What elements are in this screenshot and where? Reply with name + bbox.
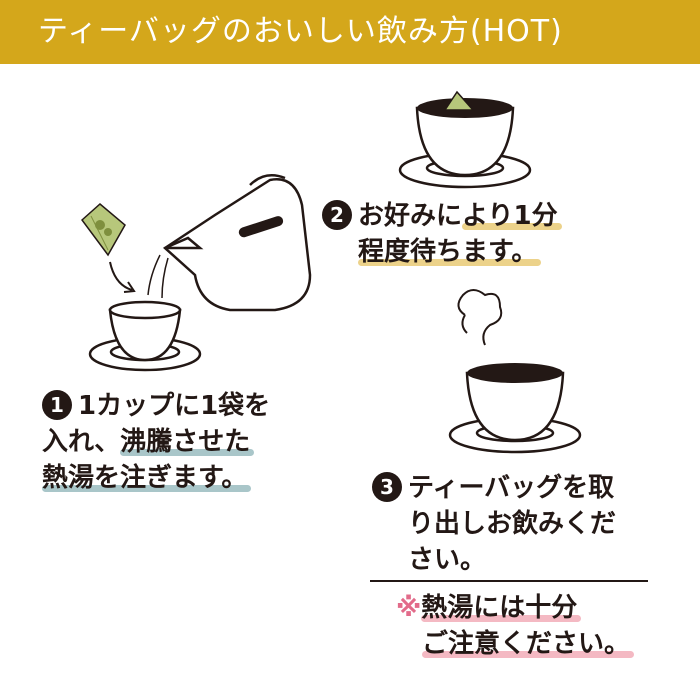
water-stream (147, 254, 161, 296)
step3-illustration (448, 289, 582, 454)
step-number-2: 2 (322, 200, 352, 230)
step2-text-2: 程度待ちます。 (358, 237, 538, 267)
step1-text-1: 1カップに1袋を (78, 391, 271, 421)
tea-bag-icon (443, 90, 475, 111)
step3-text-3: さい。 (408, 545, 487, 575)
cup-icon (88, 300, 202, 372)
caution-line1: ※熱湯には十分 (396, 590, 630, 626)
header-bar: ティーバッグのおいしい飲み方(HOT) (0, 0, 700, 64)
step3-line3: さい。 (372, 542, 616, 578)
cup-icon (398, 106, 532, 189)
step1-line3: 熱湯を注ぎます。 (42, 460, 270, 496)
step2-text-1b: より1分 (462, 201, 558, 231)
step1-text-2b: 沸騰させた (120, 427, 251, 457)
step3-text-1: ティーバッグを取 (408, 473, 615, 503)
step-number-1: 1 (42, 390, 72, 420)
caution-text-2: ご注意ください。 (422, 629, 631, 659)
page-title: ティーバッグのおいしい飲み方(HOT) (38, 14, 563, 49)
step3-line2: り出しお飲みくだ (372, 506, 616, 542)
caution-text-1: 熱湯には十分 (421, 593, 578, 623)
step1-text-3: 熱湯を注ぎます。 (42, 463, 248, 493)
step3-text-2: り出しお飲みくだ (408, 509, 617, 539)
divider (370, 580, 648, 582)
cup-icon (448, 371, 582, 454)
arrow-icon (109, 261, 133, 291)
caution-line2: ご注意ください。 (396, 626, 630, 662)
step2-text-1a: お好みに (358, 201, 463, 231)
step2-line2: 程度待ちます。 (322, 234, 558, 270)
step1-line2: 入れ、沸騰させた (42, 424, 270, 460)
step2-illustration (398, 90, 532, 189)
caution-mark: ※ (396, 593, 422, 623)
step1-text-2a: 入れ、 (42, 427, 121, 457)
tea-bag-icon (80, 203, 126, 257)
steam-icon (457, 289, 503, 346)
kettle-icon (162, 173, 312, 312)
caution-note: ※熱湯には十分 ご注意ください。 (396, 590, 630, 662)
step1-illustration (80, 173, 312, 372)
step-number-3: 3 (372, 472, 402, 502)
